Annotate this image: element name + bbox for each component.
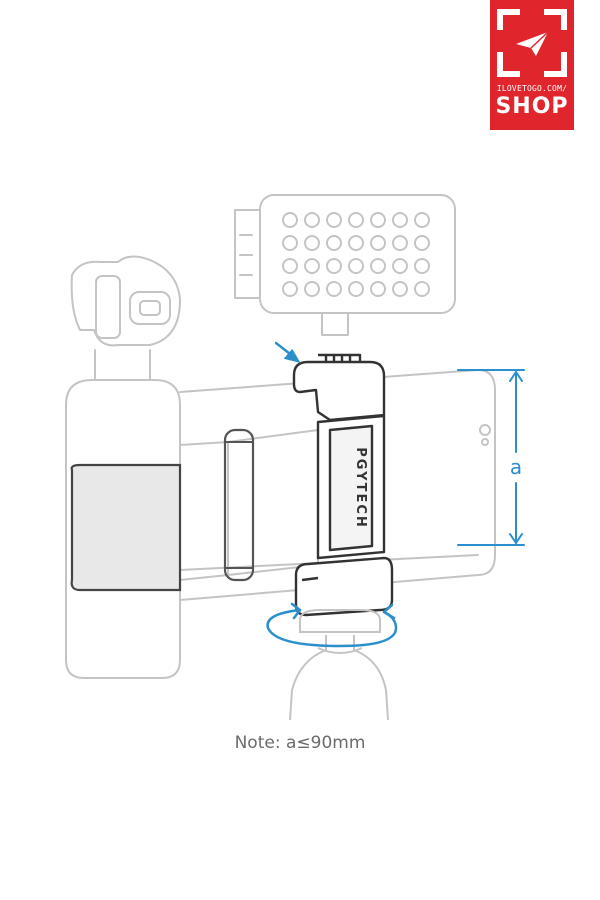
product-illustration: PGYTECH a [65, 194, 525, 720]
phone-clamp [292, 353, 394, 617]
tripod-ball-head [289, 609, 389, 720]
dimension-marker [457, 369, 525, 546]
gimbal-camera [65, 255, 181, 679]
strap [70, 463, 182, 592]
bracket-arm [179, 428, 319, 582]
plane-frame-icon [497, 9, 567, 77]
led-dots [282, 212, 430, 297]
logo-shop-text: SHOP [495, 94, 569, 119]
dimension-label: a [510, 455, 522, 479]
note-caption: Note: a≤90mm [234, 733, 366, 753]
shop-logo[interactable]: ILOVETOGO.COM/ SHOP [490, 0, 574, 130]
rotation-arrow [266, 602, 398, 648]
brand-text: PGYTECH [353, 447, 368, 529]
led-light-panel [234, 194, 456, 336]
logo-site-text: ILOVETOGO.COM/ [496, 84, 568, 93]
pointer-arrow [274, 341, 301, 363]
